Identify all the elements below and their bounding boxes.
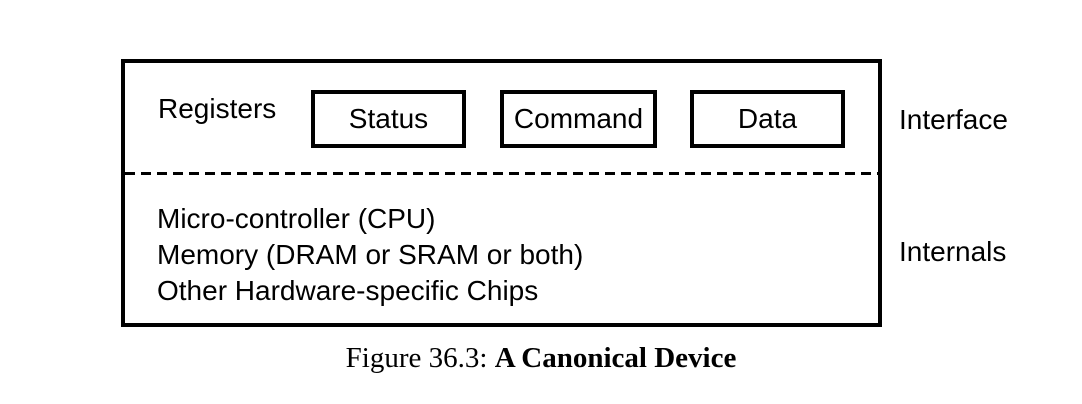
internals-list-item: Memory (DRAM or SRAM or both) xyxy=(157,239,584,270)
register-box-command: Command xyxy=(500,90,657,148)
figure-caption: Figure 36.3: A Canonical Device xyxy=(0,340,1082,376)
internals-list-item: Micro-controller (CPU) xyxy=(157,203,436,234)
internals-list-item: Other Hardware-specific Chips xyxy=(157,275,539,306)
register-box-status-label: Status xyxy=(348,103,429,134)
internals-section: Micro-controller (CPU) Memory (DRAM or S… xyxy=(125,175,878,323)
register-box-data-label: Data xyxy=(737,103,798,134)
side-label-interface: Interface xyxy=(899,104,1008,135)
register-box-data: Data xyxy=(690,90,845,148)
internals-list: Micro-controller (CPU) Memory (DRAM or S… xyxy=(157,201,583,309)
figure-caption-title: A Canonical Device xyxy=(494,342,737,374)
register-box-status: Status xyxy=(311,90,466,148)
interface-section: Registers Status Command Data xyxy=(125,63,878,172)
dashed-divider xyxy=(125,172,878,175)
side-label-internals: Internals xyxy=(899,236,1007,267)
figure-caption-number: Figure 36.3: xyxy=(345,342,488,374)
device-box: Registers Status Command Data Micro-cont… xyxy=(121,59,882,327)
registers-row-label: Registers xyxy=(158,93,277,124)
register-box-command-label: Command xyxy=(513,103,644,134)
